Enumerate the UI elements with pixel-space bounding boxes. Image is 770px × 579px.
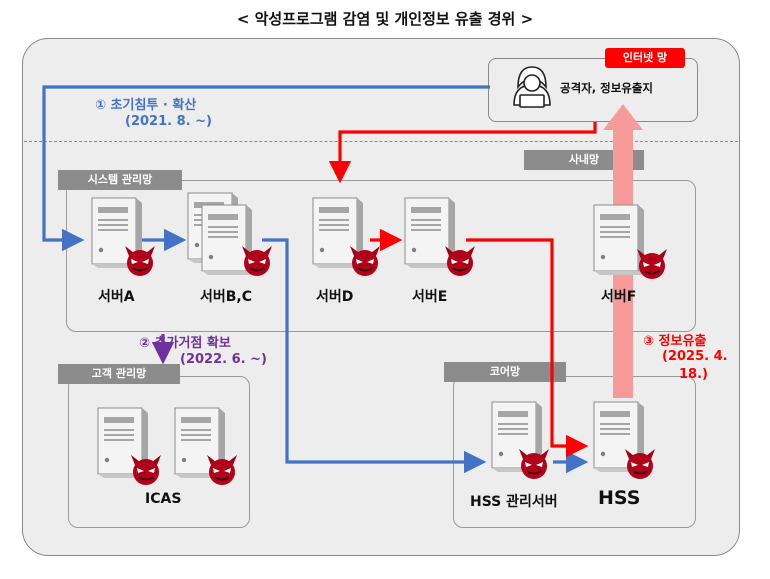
attacker-to-d-path [328,122,597,184]
step3-date: (2025. 4. [662,349,728,364]
malware-icon-a [124,245,156,277]
hacker-icon [513,66,551,108]
step2-number: ② [139,336,151,351]
e-to-hss-path [466,238,589,458]
system-mgmt-zone [66,180,696,332]
hss-mgmt-label: HSS 관리서버 [470,494,558,510]
server-d-label: 서버D [316,289,354,305]
malware-icon-hss [624,448,656,480]
internet-badge: 인터넷 망 [605,48,685,68]
server-e-icon [404,197,456,269]
step1-annotation: ① 초기침투 · 확산 [95,94,196,113]
step1-number: ① [95,98,107,113]
step1-date: (2021. 8. ~) [125,114,212,129]
step3-number: ③ [643,334,655,349]
network-boundary-line [24,141,738,142]
step3-annotation: ③ 정보유출 [643,330,706,349]
step2-date: (2022. 6. ~) [180,352,267,367]
icas-label: ICAS [145,491,182,507]
step1-path [42,85,490,252]
core-label: 코어망 [444,362,566,382]
server-f-icon [593,204,645,276]
bc-to-hssmgmt-path [262,238,487,474]
diagram-title: < 악성프로그램 감염 및 개인정보 유출 경위 > [236,10,534,28]
server-a-label: 서버A [98,289,135,305]
customer-mgmt-label: 고객 관리망 [58,364,180,384]
step1-text: 초기침투 · 확산 [110,98,197,113]
malware-icon-d [349,245,381,277]
malware-icon-icas1 [130,454,162,486]
hss-label: HSS [598,487,641,509]
step3-text: 정보유출 [658,334,707,349]
malware-icon-icas2 [206,454,238,486]
step2-annotation: ② 추가거점 확보 [139,332,231,351]
server-f-label: 서버F [601,289,637,305]
system-mgmt-label: 시스템 관리망 [58,170,182,190]
server-bc-label: 서버B,C [200,289,253,305]
attacker-label: 공격자, 정보유출지 [560,81,654,95]
step2-text: 추가거점 확보 [154,336,231,351]
server-e-label: 서버E [412,289,448,305]
malware-icon-hss-mgmt [518,448,550,480]
malware-icon-e [444,245,476,277]
step3-date2: 18.) [679,367,708,382]
